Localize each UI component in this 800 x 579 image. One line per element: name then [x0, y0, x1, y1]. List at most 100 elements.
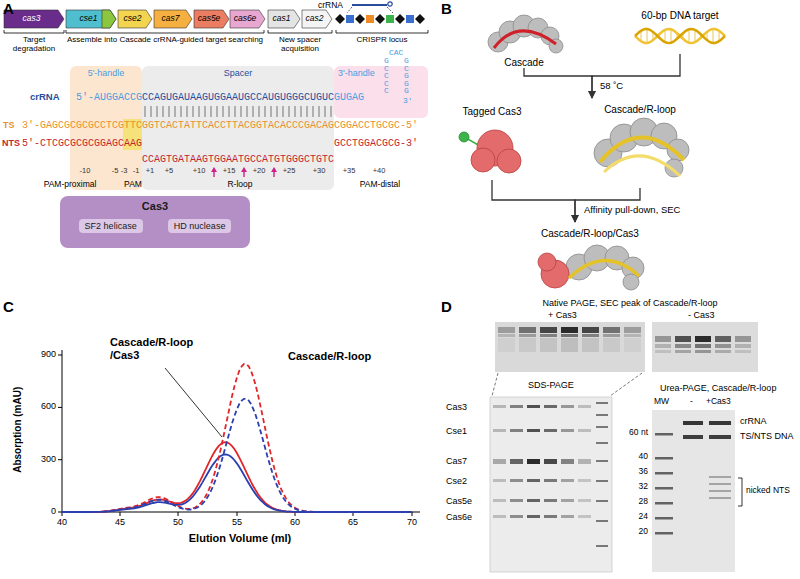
label-box: 70 — [400, 517, 424, 527]
region-fill — [142, 66, 334, 190]
domain-name: SF2 helicase — [79, 219, 143, 233]
label-box: 55 — [225, 517, 249, 527]
label-box: +25 — [277, 167, 301, 176]
protein-subunit — [471, 148, 495, 172]
leader-line — [165, 368, 222, 437]
sequence-text: GCGGG — [404, 57, 409, 95]
label-text: +35 — [337, 167, 361, 176]
gene-arrow: cse2 — [118, 10, 152, 28]
cleavage-arrowhead — [241, 167, 247, 172]
label-box: +1 — [138, 167, 162, 176]
label-box: PAM-distal — [350, 180, 410, 190]
gel-band — [596, 426, 608, 428]
label-text: -1 — [124, 167, 148, 176]
label-box: GCCTGGACGCG-3' — [334, 138, 418, 150]
gel-band — [578, 499, 591, 502]
gel-band — [655, 487, 673, 490]
gel-band — [675, 336, 691, 342]
gene-bracket — [4, 30, 428, 33]
gel-band — [695, 336, 711, 342]
label-text: crRNA — [318, 1, 343, 11]
label-text: +20 — [247, 167, 271, 176]
gel-band — [655, 532, 673, 535]
gel-band — [624, 327, 641, 333]
gel-band — [655, 433, 673, 436]
gene-name: cas2 — [306, 14, 324, 24]
label-text: 45 — [108, 517, 132, 527]
gene-arrow: cas1 — [268, 10, 300, 28]
gel-band — [498, 338, 515, 352]
label-box: 50 — [166, 517, 190, 527]
crrna-icon — [352, 4, 387, 6]
spacer-square — [366, 15, 374, 23]
native-gel — [495, 322, 645, 372]
gel-band — [596, 545, 608, 547]
region-fill — [334, 66, 428, 118]
label-box: 3'-GAGCGCGCGCCTCG — [22, 120, 124, 132]
label-box: Target degradation — [2, 35, 66, 53]
label-text: PAM-proximal — [30, 180, 110, 190]
label-box: crRNA — [740, 416, 767, 426]
label-text: TS — [3, 120, 15, 130]
repeat-diamond — [335, 14, 345, 24]
gel-band — [709, 490, 731, 492]
spacer-square — [386, 15, 394, 23]
label-text: PAM-distal — [350, 180, 410, 190]
label-text: + Cas3 — [548, 310, 577, 320]
gene-name: cse2 — [124, 14, 142, 24]
gel-band — [561, 459, 574, 464]
gel-band — [510, 405, 523, 408]
label-box: 36 — [616, 467, 648, 477]
gel-band — [695, 350, 711, 353]
elution-curve — [62, 399, 412, 512]
label-text: Cascade/R-loop /Cas3 — [110, 336, 205, 361]
molecule-illustration: 60-bp DNA target — [620, 4, 740, 54]
axis-ticks — [58, 355, 412, 516]
gel-band — [510, 515, 523, 518]
label-text: B — [441, 0, 452, 17]
bracket — [738, 478, 742, 506]
label-box: NTS — [2, 138, 20, 148]
protein-subunit — [623, 274, 639, 290]
label-box: + Cas3 — [548, 310, 577, 320]
gel-band — [582, 334, 599, 337]
sequence-text: GUGAG — [334, 92, 364, 104]
gel-band — [493, 479, 506, 482]
sds-gel — [490, 397, 612, 572]
gene-name: cse1 — [80, 14, 98, 24]
molecule-label: Cascade — [504, 57, 543, 69]
edge-label: Affinity pull-down, SEC — [582, 205, 682, 216]
gel-band — [519, 338, 536, 352]
label-box: Cas6e — [446, 512, 472, 522]
crispr-array — [335, 14, 425, 24]
dna-strand — [604, 156, 680, 176]
label-box: CRISPR locus — [336, 35, 428, 44]
label-box: 24 — [616, 512, 648, 522]
label-text: Absorption (mAU) — [12, 370, 24, 490]
gel-band — [498, 334, 515, 337]
label-box: 40 — [50, 517, 74, 527]
label-text: -3 — [112, 167, 136, 176]
crrna-hairpin-icon — [388, 2, 392, 6]
molecule-label: Cascade/R-loop — [604, 104, 676, 116]
label-box: 65 — [341, 517, 365, 527]
gene-arrow: cse1 — [66, 10, 116, 28]
arrow-shape — [194, 10, 229, 28]
gel-band — [715, 344, 731, 348]
label-text: - Cas3 — [688, 310, 715, 320]
gel-band — [544, 515, 557, 518]
gene-name: cas6e — [234, 14, 257, 24]
label-box: B — [441, 0, 452, 17]
label-text: +25 — [277, 167, 301, 176]
label-text: D — [441, 298, 452, 315]
pam-highlight — [123, 119, 142, 150]
gel-band — [540, 338, 557, 352]
gene-name: cas1 — [273, 14, 291, 24]
dna-strand — [569, 260, 639, 278]
label-text: 50 — [166, 517, 190, 527]
label-box: Cas3 — [446, 402, 467, 412]
base-pair-ticks — [145, 106, 331, 117]
elution-curve — [62, 442, 412, 512]
label-box: Cse1 — [446, 426, 467, 436]
